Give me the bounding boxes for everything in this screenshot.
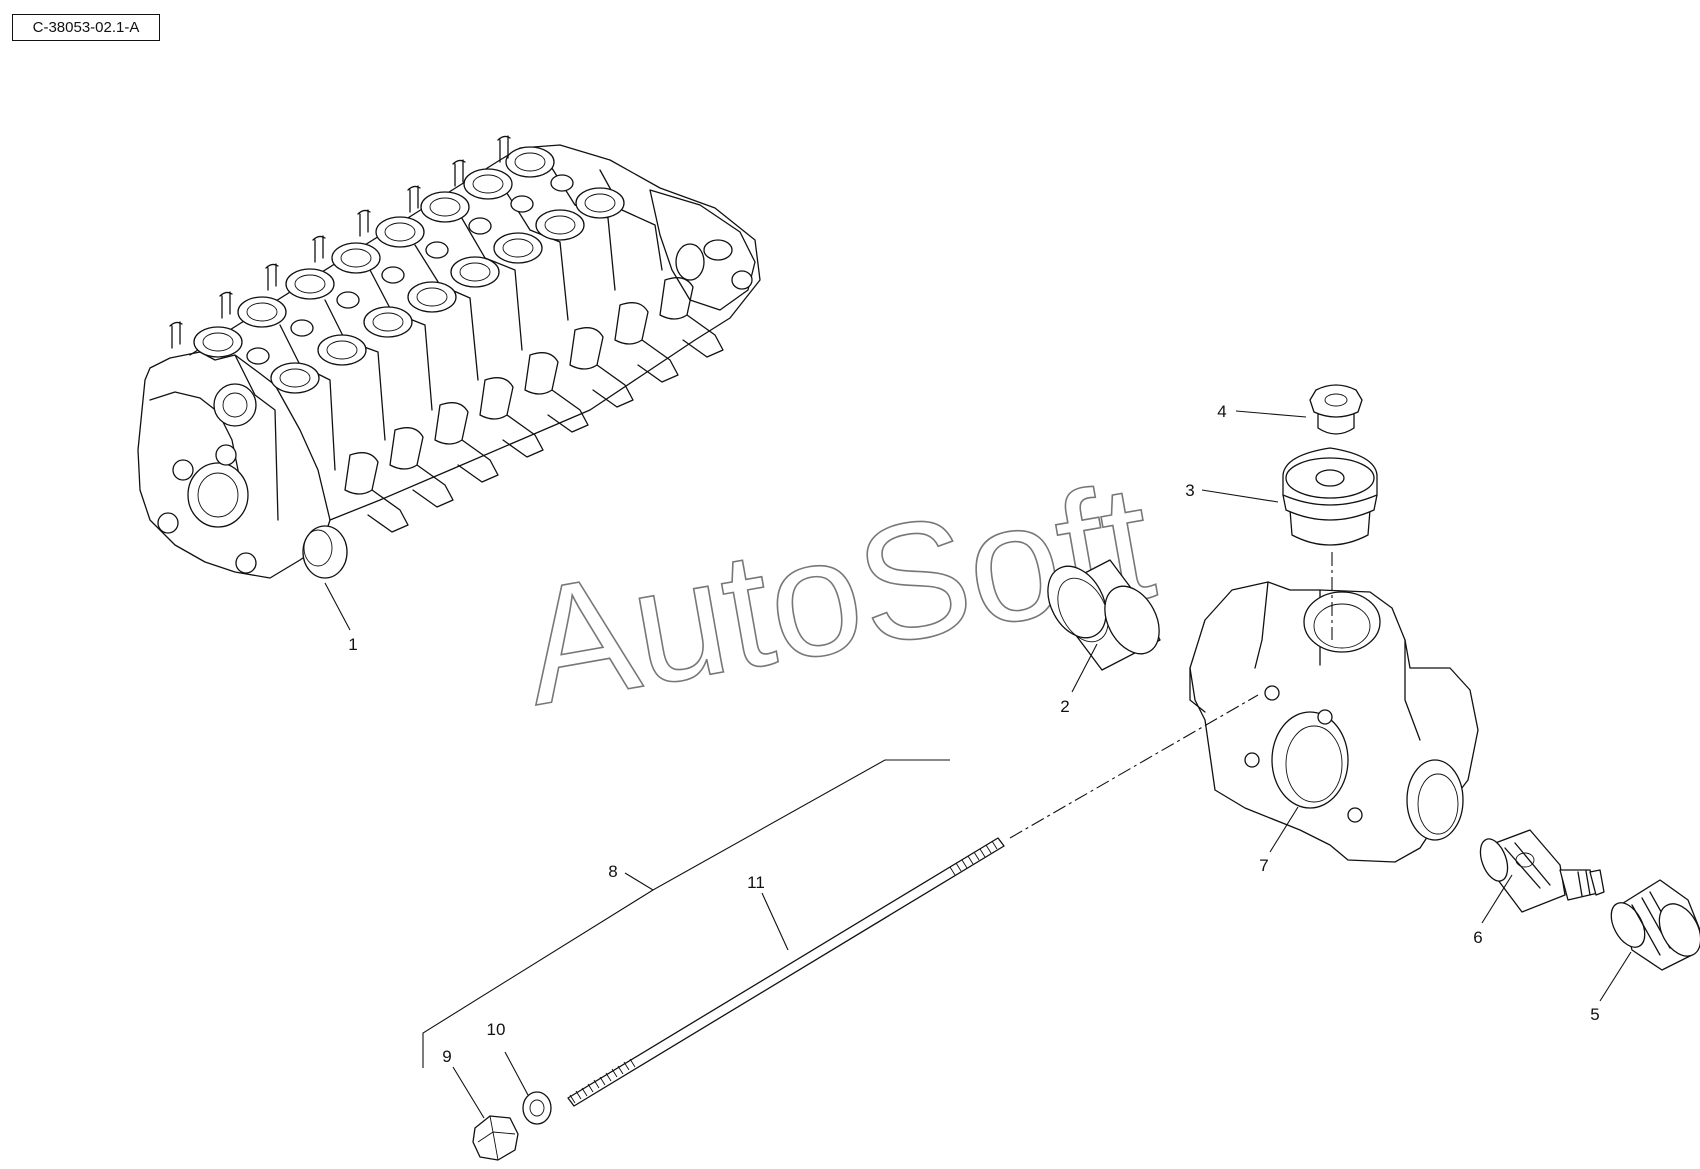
reference-code-box: C-38053-02.1-A — [12, 14, 160, 41]
valve-body-outline — [189, 144, 761, 521]
inlet-port — [187, 462, 249, 528]
callout-11: 11 — [747, 873, 765, 892]
valve-bank[interactable] — [137, 135, 761, 579]
plug-small[interactable] — [1309, 384, 1363, 435]
plug-end[interactable] — [1604, 879, 1700, 971]
callout-7: 7 — [1259, 856, 1268, 875]
relief-cartridge[interactable] — [1475, 829, 1605, 913]
callout-labels: 1 2 3 4 5 6 7 8 9 10 11 — [348, 402, 1599, 1066]
centerline-rod — [1009, 694, 1259, 839]
callout-leaders — [324, 410, 1632, 1119]
plug[interactable] — [1036, 556, 1170, 671]
callout-3: 3 — [1185, 481, 1194, 500]
callout-6: 6 — [1473, 928, 1482, 947]
callout-10: 10 — [487, 1020, 506, 1039]
valve-studs — [169, 135, 511, 349]
end-cover-body[interactable] — [1189, 581, 1479, 863]
valve-ports — [193, 146, 625, 394]
callout-5: 5 — [1590, 1005, 1599, 1024]
callout-2: 2 — [1060, 697, 1069, 716]
plug-large[interactable] — [1282, 447, 1378, 546]
callout-1: 1 — [348, 635, 357, 654]
nut[interactable] — [472, 1115, 519, 1161]
valve-spool-ends — [344, 277, 724, 533]
callout-9: 9 — [442, 1047, 451, 1066]
inlet-plug — [213, 383, 257, 427]
valve-end-cap — [649, 189, 756, 311]
tie-rod[interactable] — [567, 837, 1005, 1107]
callout-8: 8 — [608, 862, 617, 881]
callout-4: 4 — [1217, 402, 1226, 421]
washer[interactable] — [522, 1091, 552, 1125]
